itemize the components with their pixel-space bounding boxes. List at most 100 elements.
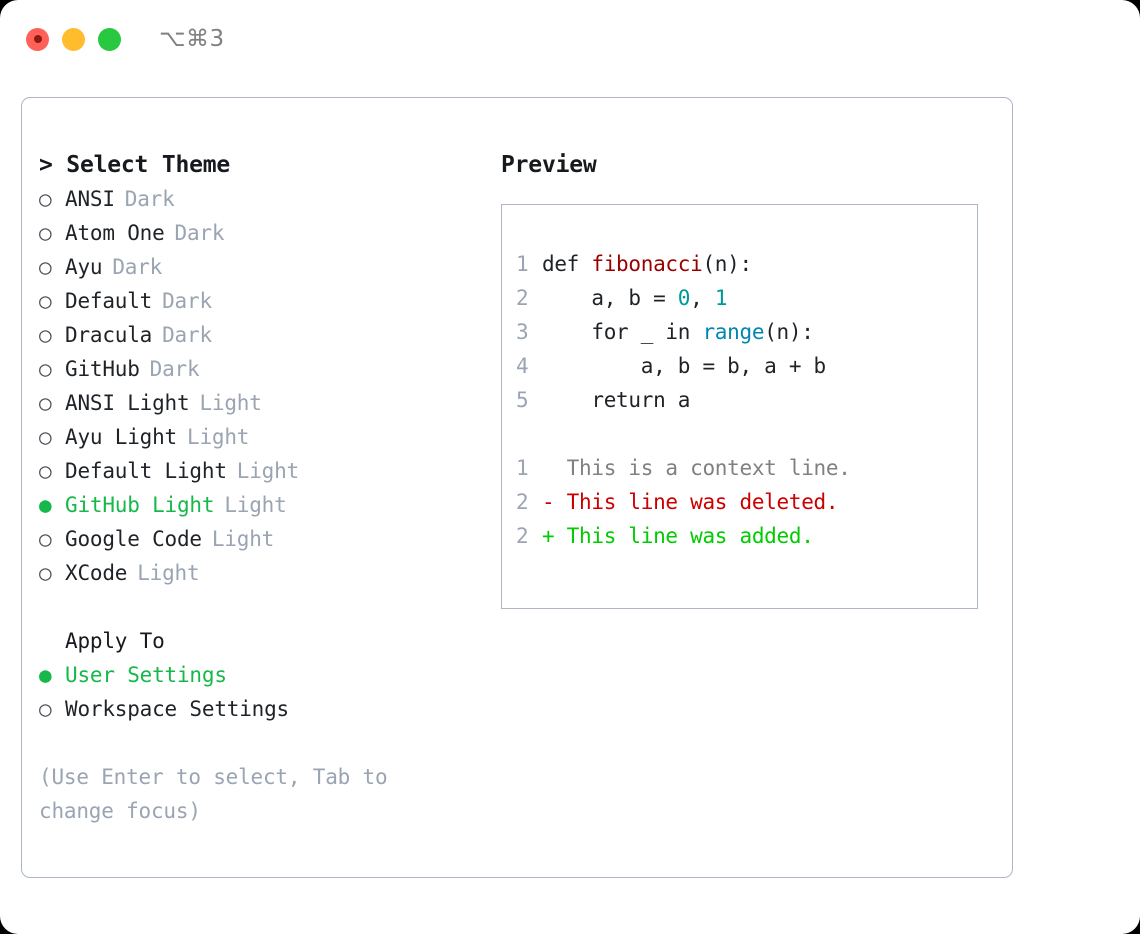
code-blank-line <box>516 417 977 451</box>
apply-to-option-user[interactable]: ● User Settings <box>39 658 479 692</box>
code-token: return a <box>542 388 691 412</box>
radio-icon[interactable]: ○ <box>39 323 52 347</box>
theme-variant-badge: Light <box>137 561 200 585</box>
code-token: a, b = <box>542 286 678 310</box>
titlebar: ⌥⌘3 <box>0 0 1140 78</box>
radio-icon[interactable]: ○ <box>39 187 52 211</box>
apply-to-option-label: Workspace Settings <box>65 697 289 721</box>
line-number: 2 <box>516 524 529 548</box>
diff-line-context: 1 This is a context line. <box>516 451 977 485</box>
theme-list-item[interactable]: ○ ANSI Light Light <box>39 386 479 420</box>
theme-name: GitHub Light <box>65 493 215 517</box>
keyboard-hint-text: (Use Enter to select, Tab to change focu… <box>39 765 400 823</box>
theme-variant-badge: Light <box>211 527 275 551</box>
theme-list-item[interactable]: ○ Default Light Light <box>39 454 479 488</box>
apply-to-option-workspace[interactable]: ○ Workspace Settings <box>39 692 479 726</box>
theme-variant-badge: Dark <box>162 289 212 313</box>
theme-name: Default <box>65 289 153 313</box>
theme-name: Google Code <box>65 527 202 551</box>
theme-list-item[interactable]: ○ Default Dark <box>39 284 479 318</box>
theme-name: ANSI <box>65 187 115 211</box>
theme-variant-badge: Dark <box>162 323 212 347</box>
apply-to-section: Apply To ● User Settings ○ Workspace Set… <box>39 624 479 726</box>
radio-icon[interactable]: ○ <box>39 221 52 245</box>
theme-name: Dracula <box>65 323 153 347</box>
theme-variant-badge: Dark <box>149 357 200 381</box>
theme-list-item-selected[interactable]: ● GitHub Light Light <box>39 488 479 522</box>
theme-list-item[interactable]: ○ Ayu Light Light <box>39 420 479 454</box>
code-token-builtin: range <box>702 320 765 344</box>
line-number: 1 <box>516 456 529 480</box>
radio-icon-selected[interactable]: ● <box>39 663 52 687</box>
code-token: , <box>690 286 715 310</box>
theme-variant-badge: Light <box>187 425 250 449</box>
code-line: 4 a, b = b, a + b <box>516 349 977 383</box>
line-number: 2 <box>516 490 529 514</box>
diff-text: - This line was deleted. <box>542 490 839 514</box>
radio-icon[interactable]: ○ <box>39 561 52 585</box>
theme-picker-column: > Select Theme ○ ANSI Dark ○ Atom One Da… <box>39 148 479 828</box>
apply-to-header: Apply To <box>65 629 165 653</box>
radio-icon[interactable]: ○ <box>39 527 52 551</box>
diff-line-deleted: 2 - This line was deleted. <box>516 485 977 519</box>
theme-variant-badge: Dark <box>124 187 175 211</box>
diff-text: This is a context line. <box>542 456 851 480</box>
select-theme-header: > Select Theme <box>39 152 231 178</box>
code-line: 1 def fibonacci (n): <box>516 247 977 281</box>
line-number: 2 <box>516 286 529 310</box>
theme-variant-badge: Light <box>224 493 287 517</box>
preview-column: Preview 1 def fibonacci (n): 2 a, b = 0 … <box>501 148 991 609</box>
line-number: 1 <box>516 252 529 276</box>
theme-name: Ayu Light <box>65 425 177 449</box>
code-line: 5 return a <box>516 383 977 417</box>
theme-variant-badge: Dark <box>112 255 163 279</box>
theme-list-item[interactable]: ○ Atom One Dark <box>39 216 479 250</box>
theme-name: Default Light <box>65 459 227 483</box>
radio-icon[interactable]: ○ <box>39 459 52 483</box>
theme-variant-badge: Dark <box>174 221 225 245</box>
minimize-button-icon[interactable] <box>62 27 85 51</box>
theme-list-item[interactable]: ○ GitHub Dark <box>39 352 479 386</box>
content-panel: > Select Theme ○ ANSI Dark ○ Atom One Da… <box>21 97 1013 878</box>
line-number: 3 <box>516 320 529 344</box>
code-preview-box: 1 def fibonacci (n): 2 a, b = 0 , 1 3 <box>501 204 978 609</box>
code-token: (n): <box>764 320 814 344</box>
theme-name: XCode <box>65 561 128 585</box>
radio-icon[interactable]: ○ <box>39 697 52 721</box>
radio-icon[interactable]: ○ <box>39 357 52 381</box>
code-token: for _ in <box>542 320 703 344</box>
theme-list-item[interactable]: ○ Ayu Dark <box>39 250 479 284</box>
window-shortcut-label: ⌥⌘3 <box>159 26 225 52</box>
zoom-button-icon[interactable] <box>98 27 121 51</box>
apply-to-option-label: User Settings <box>65 663 227 687</box>
code-token-function: fibonacci <box>591 252 703 276</box>
theme-name: Ayu <box>65 255 103 279</box>
radio-icon[interactable]: ○ <box>39 289 52 313</box>
theme-variant-badge: Light <box>236 459 299 483</box>
code-token-number: 0 <box>677 286 691 310</box>
diff-text: + This line was added. <box>542 524 814 548</box>
diff-line-added: 2 + This line was added. <box>516 519 977 553</box>
radio-icon-selected[interactable]: ● <box>39 493 52 517</box>
code-token: def <box>542 252 592 276</box>
code-line: 3 for _ in range (n): <box>516 315 977 349</box>
line-number: 4 <box>516 354 529 378</box>
traffic-lights <box>26 27 121 51</box>
radio-icon[interactable]: ○ <box>39 425 52 449</box>
theme-list[interactable]: ○ ANSI Dark ○ Atom One Dark ○ Ayu Dark <box>39 182 479 590</box>
radio-icon[interactable]: ○ <box>39 391 52 415</box>
code-token: a, b = b, a + b <box>542 354 826 378</box>
theme-list-item[interactable]: ○ XCode Light <box>39 556 479 590</box>
theme-list-item[interactable]: ○ ANSI Dark <box>39 182 479 216</box>
theme-list-item[interactable]: ○ Dracula Dark <box>39 318 479 352</box>
close-button-icon[interactable] <box>26 27 49 51</box>
radio-icon[interactable]: ○ <box>39 255 52 279</box>
theme-list-item[interactable]: ○ Google Code Light <box>39 522 479 556</box>
code-token-number: 1 <box>714 286 728 310</box>
theme-name: ANSI Light <box>65 391 190 415</box>
theme-name: GitHub <box>65 357 140 381</box>
theme-variant-badge: Light <box>199 391 262 415</box>
preview-header: Preview <box>501 152 597 178</box>
code-token: (n): <box>702 252 752 276</box>
